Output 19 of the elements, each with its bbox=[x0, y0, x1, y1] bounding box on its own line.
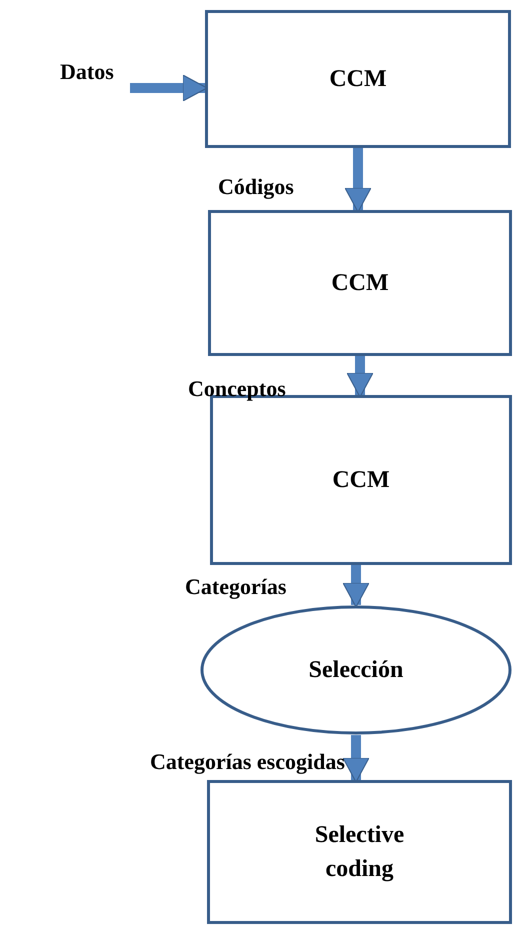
edge-label: Códigos bbox=[218, 173, 294, 201]
block-arrow bbox=[344, 148, 372, 212]
block-arrow bbox=[342, 565, 370, 608]
edge-label: Categorías escogidas bbox=[150, 748, 345, 776]
edge-label: Conceptos bbox=[188, 375, 286, 403]
process-box bbox=[205, 10, 511, 148]
node-label: Selección bbox=[308, 656, 404, 685]
node-label: CCM bbox=[331, 466, 391, 495]
node-label: Selective coding bbox=[314, 821, 406, 884]
block-arrow bbox=[346, 356, 374, 398]
ellipse-node bbox=[200, 605, 512, 735]
node-label: CCM bbox=[328, 65, 388, 94]
edge-label: Datos bbox=[60, 58, 114, 86]
node-label: CCM bbox=[330, 269, 390, 298]
block-arrow bbox=[342, 735, 370, 782]
process-box bbox=[207, 780, 512, 924]
process-box bbox=[208, 210, 512, 356]
edge-label: Categorías bbox=[185, 573, 286, 601]
block-arrow bbox=[130, 74, 208, 102]
